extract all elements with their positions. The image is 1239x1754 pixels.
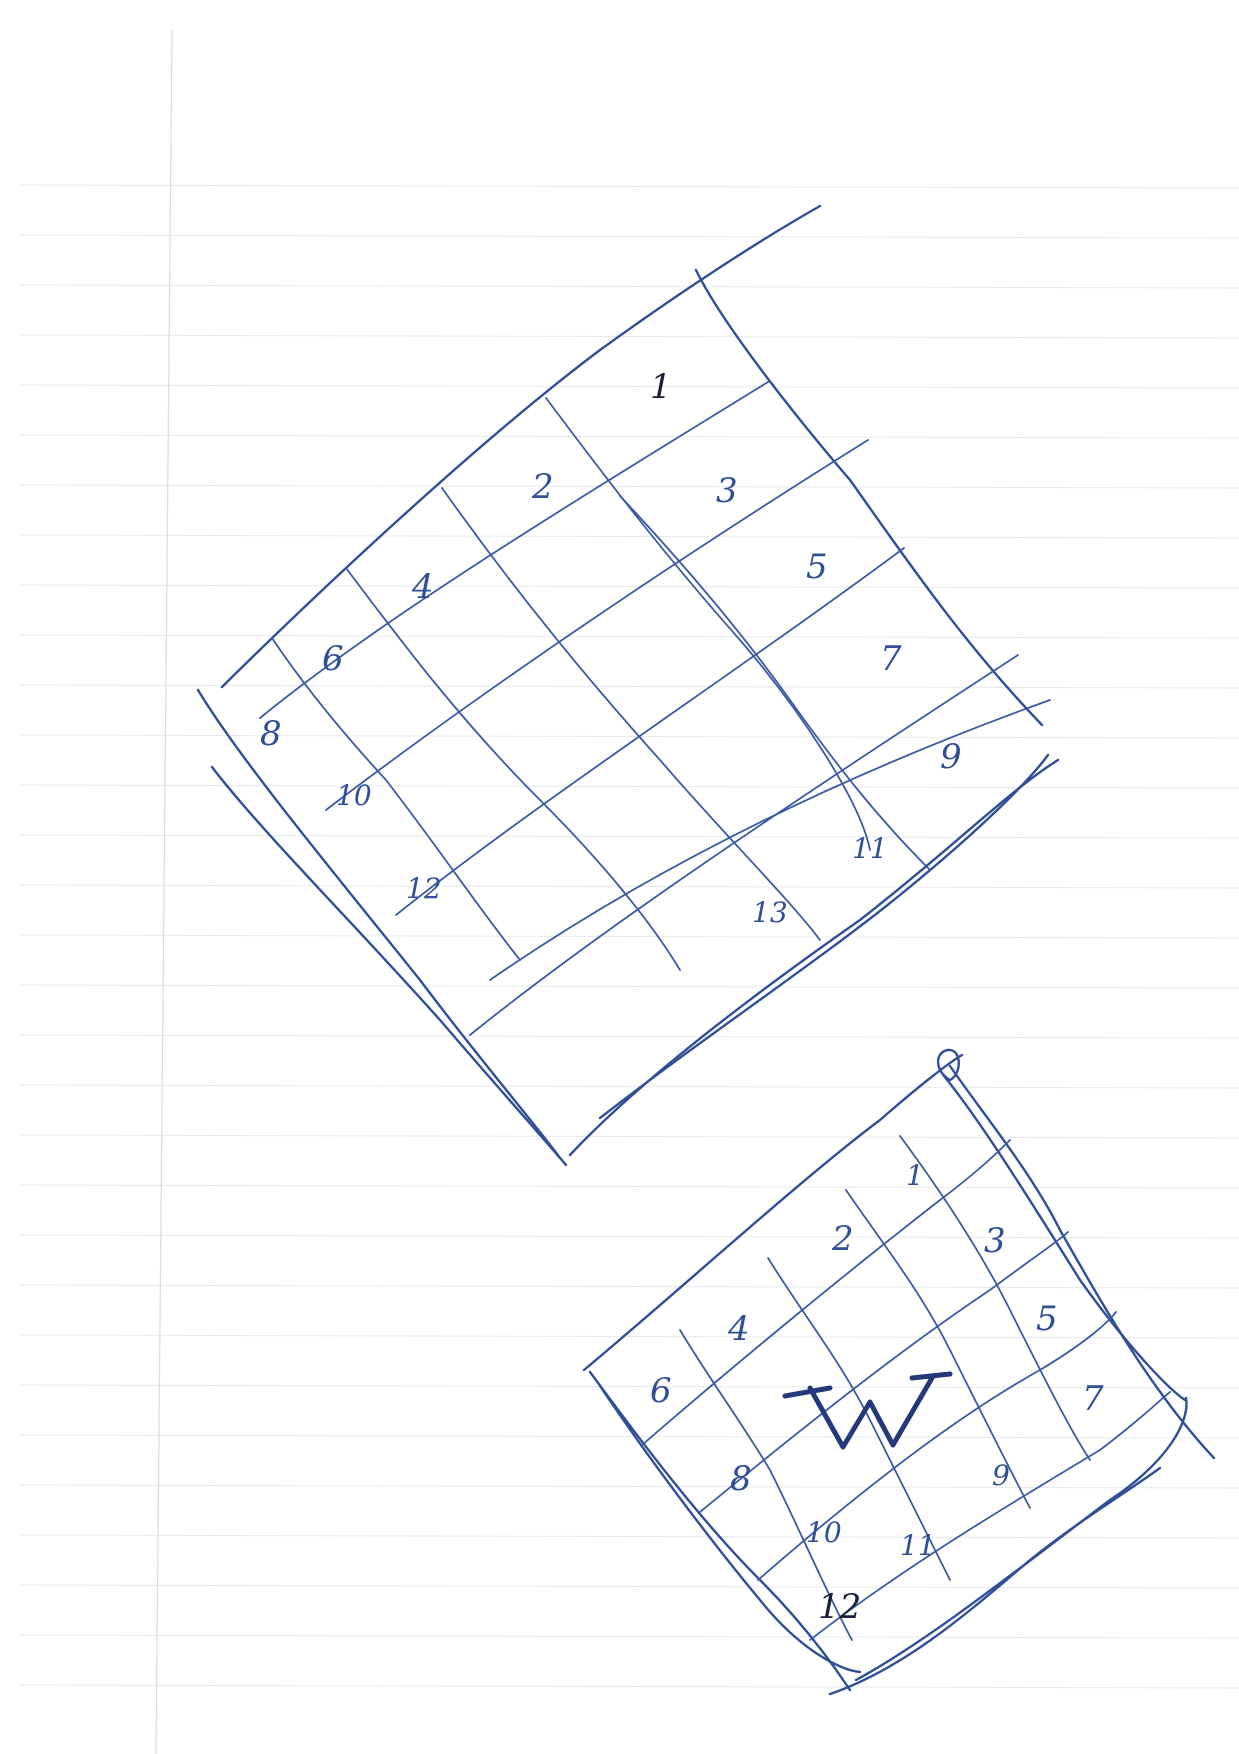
large-cell-label: 10 (336, 779, 372, 812)
small-grid-labels: 1 2 3 4 5 6 7 8 9 10 11 12 W (650, 1159, 1104, 1627)
large-cell-label: 7 (880, 639, 902, 679)
large-cell-label: 3 (716, 471, 738, 511)
small-grid-row-line (641, 1139, 1011, 1446)
small-grid-col-line (679, 1329, 853, 1641)
large-cell-label: 6 (322, 639, 344, 679)
large-cell-label: 8 (260, 714, 282, 754)
small-grid-row-line (809, 1391, 1171, 1641)
small-grid-edge-top (582, 1053, 964, 1372)
small-cell-label: 6 (650, 1371, 672, 1411)
small-cell-label: 5 (1036, 1299, 1058, 1339)
small-grid-edge-right-b (942, 1074, 1187, 1402)
small-grid-edge-right-a (948, 1064, 1216, 1460)
small-cell-label: 2 (831, 1219, 854, 1259)
large-grid-edge-bottom-b (598, 753, 1050, 1120)
large-cell-label: 5 (806, 547, 828, 587)
small-cell-label: 8 (730, 1459, 752, 1499)
margin-line (155, 29, 173, 1754)
large-grid-edge-right (694, 268, 1044, 727)
large-grid-labels: 1 2 3 4 5 6 7 8 9 10 11 12 13 (260, 367, 962, 929)
small-grid-col-line (845, 1189, 1031, 1509)
large-cell-label: 9 (940, 737, 962, 777)
small-cell-label: 1 (906, 1159, 924, 1192)
small-cell-label: 7 (1082, 1379, 1104, 1419)
small-grid-edge-left-a (588, 1370, 852, 1692)
large-grid-row-line (489, 699, 1051, 981)
ruled-lines (19, 184, 1239, 1689)
large-grid-col-line (441, 487, 821, 941)
small-grid-edge-bottom-b (828, 1466, 1162, 1696)
large-grid-edge-left-a (196, 688, 562, 1160)
small-cell-label: 4 (727, 1309, 750, 1349)
large-cell-label: 11 (852, 832, 888, 865)
large-cell-label: 4 (411, 567, 434, 607)
large-grid-col-line (619, 495, 931, 871)
large-grid-row-line (395, 547, 905, 916)
large-grid-row-line (259, 381, 769, 719)
small-grid-col-line (767, 1257, 951, 1581)
large-grid-edge-bottom-a (568, 758, 1060, 1157)
small-cell-label: 9 (992, 1459, 1010, 1492)
large-grid-col-line (345, 567, 681, 971)
large-grid-row-line (469, 654, 1019, 1036)
small-cell-label: 12 (818, 1587, 861, 1627)
small-grid-col-line (899, 1135, 1091, 1461)
small-grid-row-line (757, 1311, 1117, 1581)
small-grid-sketch (582, 1048, 1216, 1696)
small-cell-label: 10 (806, 1516, 842, 1549)
large-grid-col-line (271, 637, 521, 961)
large-grid-row-line (325, 439, 869, 811)
small-cell-label: 3 (984, 1221, 1006, 1261)
large-grid-sketch (196, 204, 1060, 1167)
large-grid-col-line (545, 397, 871, 851)
large-grid-edge-left-b (210, 765, 568, 1167)
large-cell-label: 13 (752, 896, 788, 929)
large-cell-label: 2 (531, 467, 554, 507)
w-marker-stroke (782, 1371, 953, 1450)
w-marker: W (782, 1371, 953, 1450)
large-grid-edge-top (220, 204, 822, 689)
large-cell-label: 12 (406, 872, 442, 905)
small-grid-corner-loop (936, 1048, 960, 1082)
small-cell-label: 11 (900, 1529, 936, 1562)
small-grid-row-line (699, 1231, 1069, 1513)
large-cell-label: 1 (650, 367, 672, 407)
